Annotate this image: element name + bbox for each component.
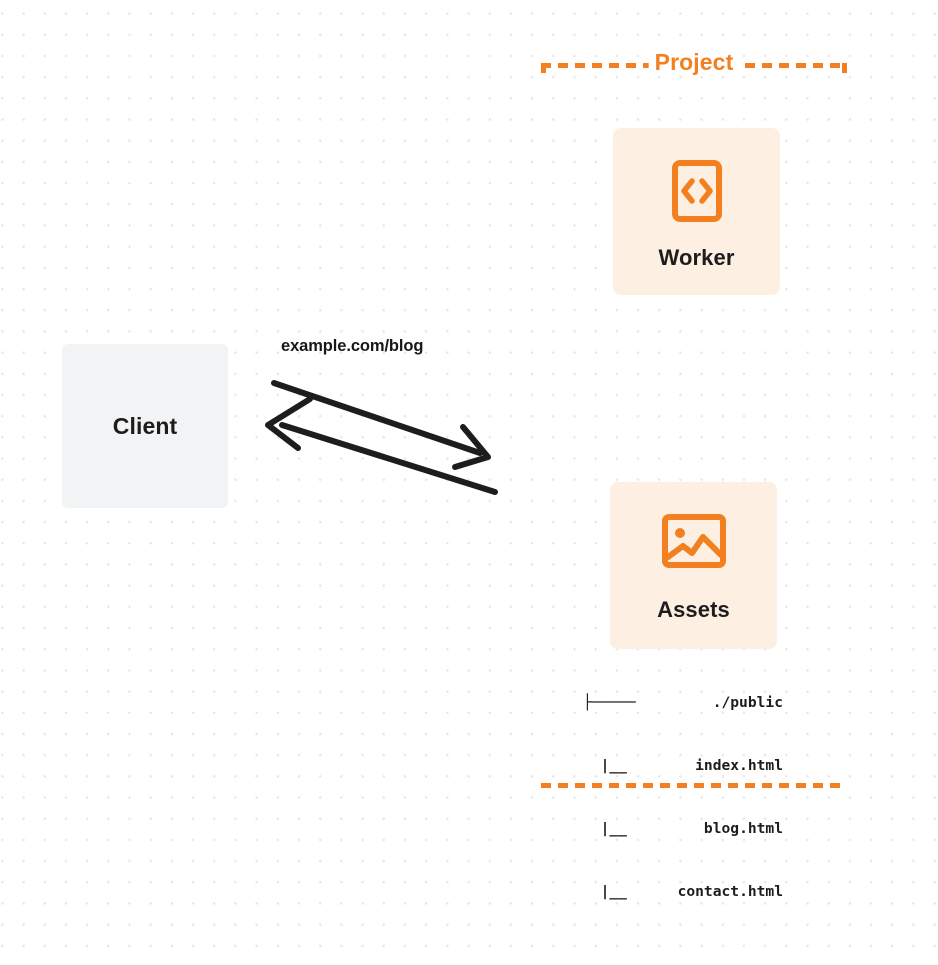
worker-node[interactable]: Worker [613,128,780,295]
assets-node[interactable]: Assets [610,482,777,649]
project-border-left [541,63,546,788]
file-tree-row: |__ blog.html [583,818,783,839]
client-node-label: Client [112,412,178,439]
diagram-canvas: Client example.com/blog Project [62,49,847,900]
worker-node-label: Worker [658,245,735,270]
code-brackets-icon [671,160,722,222]
project-title: Project [648,49,740,76]
connector-arrows [265,380,498,495]
response-arrow-icon [265,396,498,495]
file-tree-name: index.html [695,757,783,774]
assets-file-tree: ├───── ./public |__ index.html |__ blog.… [583,650,783,944]
client-node[interactable]: Client [62,344,228,508]
file-tree-row: ├───── ./public [583,692,783,713]
request-arrow-icon [271,380,491,470]
file-tree-branch: |__ [583,757,627,774]
project-border-right [842,63,847,788]
file-tree-row: |__ index.html [583,755,783,776]
project-boundary: Project [541,49,847,788]
assets-node-label: Assets [657,597,730,622]
file-tree-name: ./public [712,694,783,711]
file-tree-row: |__ contact.html [583,881,783,902]
file-tree-name: contact.html [677,883,783,900]
project-border-bottom [541,783,847,788]
image-icon [661,514,726,568]
client-project-connector: example.com/blog [250,325,520,515]
request-url-label: example.com/blog [281,337,424,355]
file-tree-branch: |__ [583,883,627,900]
file-tree-branch: ├───── [583,694,636,711]
file-tree-branch: |__ [583,820,627,837]
file-tree-name: blog.html [703,820,783,837]
